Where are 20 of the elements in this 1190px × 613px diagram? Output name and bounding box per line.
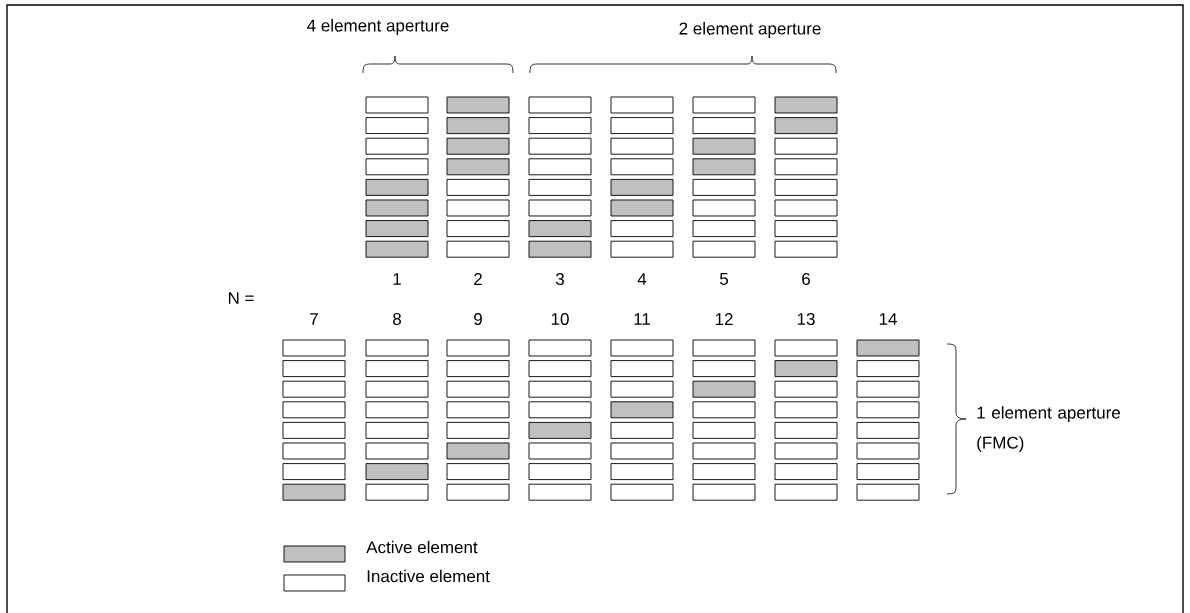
element-number: 4 bbox=[637, 273, 647, 285]
element-number: 5 bbox=[719, 273, 728, 285]
equation-label: N = bbox=[228, 292, 254, 304]
element-number: 11 bbox=[634, 313, 650, 325]
element-number: 13 bbox=[797, 313, 815, 325]
element-number: 8 bbox=[393, 313, 401, 325]
legend-label: Inactive element bbox=[367, 569, 490, 583]
legend-label: Active element bbox=[366, 540, 478, 554]
aperture-label: 4 element aperture bbox=[307, 19, 449, 35]
element-number: 7 bbox=[310, 313, 318, 325]
element-number: 14 bbox=[879, 313, 897, 325]
element-number: 6 bbox=[802, 273, 810, 285]
aperture-label: 1 element aperture (FMC) bbox=[977, 406, 1120, 453]
element-number: 12 bbox=[715, 313, 733, 325]
element-number: 3 bbox=[555, 273, 564, 285]
element-number: 10 bbox=[551, 313, 569, 325]
aperture-label: 2 element aperture bbox=[679, 22, 821, 38]
element-number: 9 bbox=[474, 313, 482, 325]
element-number: 2 bbox=[474, 273, 482, 285]
element-number: 1 bbox=[393, 273, 401, 285]
